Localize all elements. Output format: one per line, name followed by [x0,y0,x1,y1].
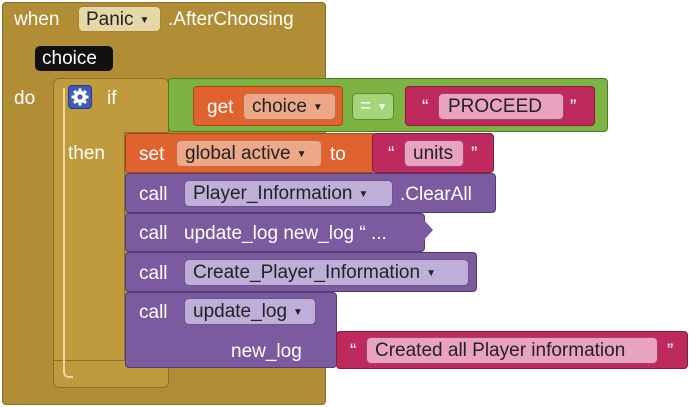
variable-dropdown-choice[interactable]: choice ▼ [243,93,336,120]
call-label: call [139,263,168,284]
component-dropdown-player-information[interactable]: Player_Information ▼ [184,180,393,207]
call-label: call [139,302,168,323]
event-param-label: choice [42,48,97,69]
procedure-dropdown-create-player-information[interactable]: Create_Player_Information ▼ [184,259,469,286]
operator-value: = [360,96,372,117]
chevron-down-icon: ▼ [293,307,303,318]
when-label: when [14,9,60,30]
chevron-down-icon: ▼ [377,102,388,113]
quote-open-icon: “ [388,144,395,165]
chevron-down-icon: ▼ [296,149,307,160]
procedure-name: update_log [193,301,288,322]
event-param-choice[interactable]: choice [35,46,113,71]
quote-open-icon: “ [422,97,429,118]
call-label: call [139,223,168,244]
component-dropdown[interactable]: Panic ▼ [78,6,161,32]
get-label: get [207,97,234,118]
do-label: do [14,88,36,109]
if-block-inner-edge [63,88,73,378]
chevron-down-icon: ▼ [312,102,323,113]
text-field-value: Created all Player information [375,340,626,361]
text-field-value: PROCEED [448,96,542,117]
component-dropdown-value: Panic [86,9,134,30]
text-field-proceed[interactable]: PROCEED [438,93,564,120]
if-label: if [107,88,117,109]
gear-icon-glyph [71,88,89,106]
arg-label-new-log: new_log [231,341,302,362]
chevron-down-icon: ▼ [426,268,436,279]
quote-open-icon: “ [350,341,357,362]
quote-close-icon: ” [667,341,674,362]
to-label: to [330,144,346,165]
text-field-created-all-player-information[interactable]: Created all Player information [366,337,658,364]
gear-icon[interactable] [68,85,92,109]
chevron-down-icon: ▼ [358,189,369,200]
chevron-down-icon: ▼ [139,15,150,26]
then-label: then [68,143,105,164]
if-block-arm [53,132,125,360]
collapsed-summary: update_log new_log “ ... [184,223,387,244]
collapsed-edge [424,220,433,240]
variable-dropdown-global-active[interactable]: global active ▼ [176,140,322,167]
variable-name: global active [185,143,291,164]
event-name: .AfterChoosing [168,9,294,30]
procedure-name: Create_Player_Information [193,262,421,283]
quote-close-icon: ” [471,144,478,165]
method-name: .ClearAll [400,184,472,205]
component-name: Player_Information [193,183,353,204]
call-label: call [139,184,168,205]
variable-name: choice [252,96,307,117]
set-label: set [139,144,165,165]
quote-close-icon: ” [570,97,577,118]
text-field-units[interactable]: units [404,140,464,167]
text-field-value: units [413,143,454,164]
operator-dropdown[interactable]: =▼ [352,93,394,120]
procedure-dropdown-update-log[interactable]: update_log ▼ [184,298,316,325]
